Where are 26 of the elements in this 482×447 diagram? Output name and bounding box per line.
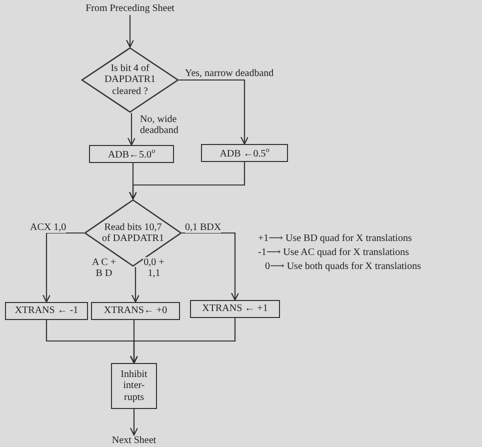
- edge-label: 0,1 BDX: [185, 222, 222, 233]
- process-box: Inhibit inter- rupts: [111, 363, 157, 409]
- arrow: [126, 15, 134, 48]
- decision-diamond: Is bit 4 of DAPDATR1 cleared ?: [81, 47, 179, 113]
- edge-label: ACX 1,0: [30, 222, 66, 233]
- arrow: [127, 113, 136, 146]
- note-text: 0⟶ Use both quads for X translations: [265, 261, 421, 272]
- arrow: [182, 232, 240, 301]
- arrow: [179, 79, 249, 145]
- note-text: +1⟶ Use BD quad for X translations: [258, 233, 412, 244]
- arrow: [130, 409, 138, 436]
- arrow: [128, 162, 246, 200]
- process-box: ADB ←0.5$^{o}$: [201, 144, 288, 162]
- arrow: [42, 232, 84, 303]
- flow-terminal-text: Next Sheet: [94, 435, 174, 447]
- process-box: XTRANS ← -1: [5, 302, 88, 320]
- arrow: [130, 318, 236, 364]
- process-box: XTRANS ← +1: [190, 300, 280, 318]
- edge-label: 0,0 + 1,1: [143, 257, 165, 279]
- process-box: XTRANS← +0: [91, 302, 180, 320]
- flow-terminal-text: From Preceding Sheet: [60, 2, 200, 15]
- note-text: -1⟶ Use AC quad for X translations: [258, 247, 409, 258]
- quadrant-label: A C + B D: [92, 257, 116, 279]
- process-box: ADB←5.0$^{o}$: [89, 145, 174, 163]
- arrow: [131, 267, 140, 303]
- edge-label: Yes, narrow deadband: [185, 68, 274, 79]
